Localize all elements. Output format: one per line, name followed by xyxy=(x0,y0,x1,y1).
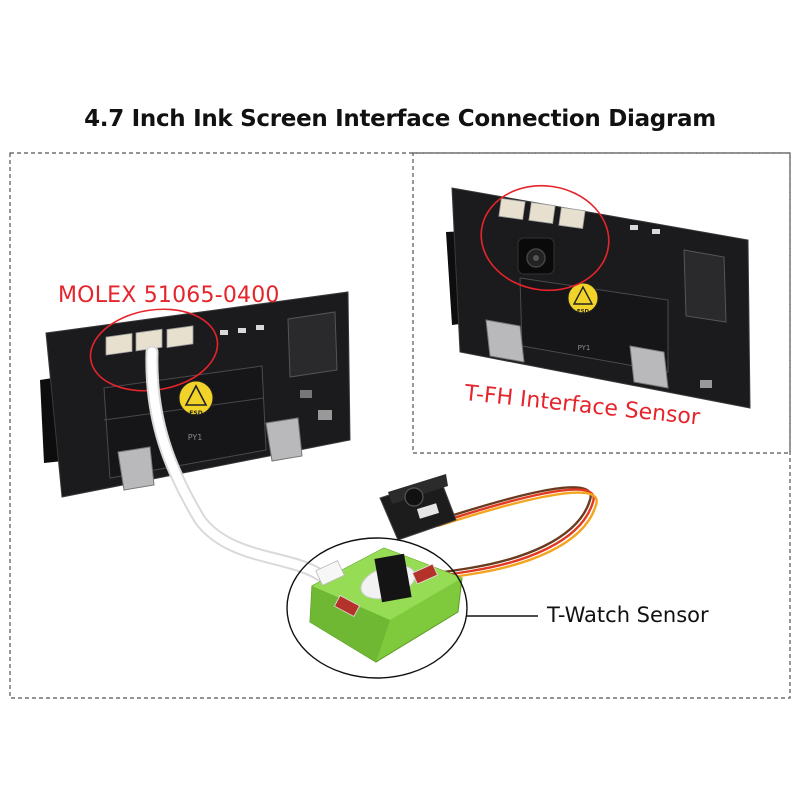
diagram-title: 4.7 Inch Ink Screen Interface Connection… xyxy=(84,106,716,132)
servo-motor xyxy=(379,474,457,541)
silk-label-left: PY1 xyxy=(188,433,203,442)
molex-highlight xyxy=(89,308,219,392)
esd-mark-right: ESD xyxy=(577,309,590,315)
t-watch-highlight xyxy=(286,537,468,679)
t-watch-sensor-box xyxy=(309,547,463,663)
tfh-highlight xyxy=(480,184,610,292)
outer-frame xyxy=(9,152,791,699)
left-board: ESD PY1 xyxy=(40,291,351,498)
t-watch-label: T-Watch Sensor xyxy=(547,603,709,627)
right-board: ESD PY1 xyxy=(446,184,751,409)
silk-label-right: PY1 xyxy=(578,344,591,352)
molex-label: MOLEX 51065-0400 xyxy=(58,283,280,308)
inset-frame xyxy=(412,152,791,454)
esd-mark-left: ESD xyxy=(189,410,202,417)
